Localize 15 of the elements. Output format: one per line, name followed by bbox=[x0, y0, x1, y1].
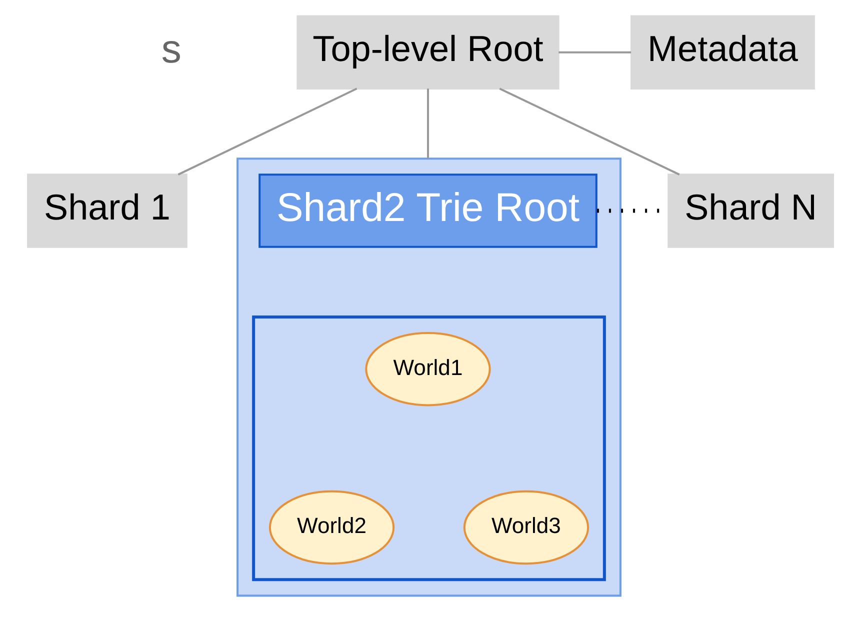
node-box: Top-level Root bbox=[296, 15, 559, 90]
connector bbox=[177, 88, 357, 176]
node-box: Shard N bbox=[667, 174, 834, 248]
connector bbox=[426, 88, 428, 159]
node-ellipse: World3 bbox=[462, 490, 589, 565]
cluster bbox=[252, 316, 606, 582]
cluster bbox=[236, 158, 621, 597]
connector bbox=[498, 88, 680, 176]
node-ellipse: World1 bbox=[364, 332, 490, 406]
node-box: Metadata bbox=[630, 15, 814, 90]
connector bbox=[558, 51, 631, 54]
node-box: Shard2 Trie Root bbox=[258, 174, 597, 248]
node-ellipse: World2 bbox=[268, 490, 394, 565]
label: s bbox=[160, 27, 181, 72]
node-box: Shard 1 bbox=[26, 174, 187, 248]
